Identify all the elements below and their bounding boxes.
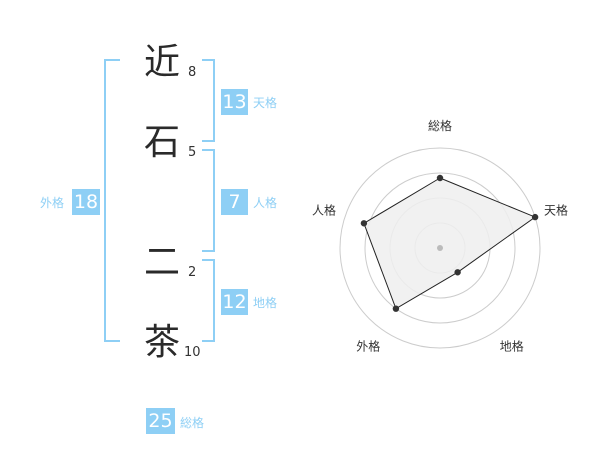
jinkaku-label: 人格 xyxy=(253,196,278,210)
radar-ring-3 xyxy=(364,172,516,324)
stroke-count-3: 2 xyxy=(188,265,197,280)
name-char-3: 二 xyxy=(143,242,180,283)
radar-axis-label-1: 総格 xyxy=(428,118,452,133)
jinkaku-bracket xyxy=(202,149,215,252)
radar-axis-label-2: 天格 xyxy=(544,202,568,217)
name-char-1: 近 xyxy=(143,42,180,83)
radar-center-dot xyxy=(437,245,443,251)
soukaku-value: 25 xyxy=(146,408,175,434)
gaikaku-value: 18 xyxy=(72,189,100,215)
radar-point-1 xyxy=(436,174,444,182)
stroke-count-2: 5 xyxy=(188,145,197,160)
radar-point-3 xyxy=(454,269,461,276)
radar-point-5 xyxy=(360,220,368,227)
radar-point-4 xyxy=(392,305,400,312)
tenkaku-bracket xyxy=(202,59,215,142)
radar-area xyxy=(363,177,537,310)
radar-axis-label-4: 外格 xyxy=(356,339,380,354)
chikaku-label: 地格 xyxy=(253,296,278,310)
radar-axis-label-5: 人格 xyxy=(312,202,336,217)
gaikaku-label: 外格 xyxy=(40,196,65,210)
stroke-count-1: 8 xyxy=(188,65,197,80)
chikaku-bracket xyxy=(202,259,215,342)
chikaku-value: 12 xyxy=(221,289,248,315)
stroke-count-4: 10 xyxy=(184,345,201,360)
radar-axis-label-3: 地格 xyxy=(500,339,524,354)
jinkaku-value: 7 xyxy=(221,189,248,215)
name-char-4: 茶 xyxy=(143,322,180,363)
gaikaku-bracket xyxy=(104,59,120,342)
radar-point-2 xyxy=(531,213,539,221)
tenkaku-value: 13 xyxy=(221,89,248,115)
soukaku-label: 総格 xyxy=(180,416,205,430)
radar-ring-4 xyxy=(339,147,541,349)
name-char-2: 石 xyxy=(143,122,180,163)
tenkaku-label: 天格 xyxy=(253,96,278,110)
